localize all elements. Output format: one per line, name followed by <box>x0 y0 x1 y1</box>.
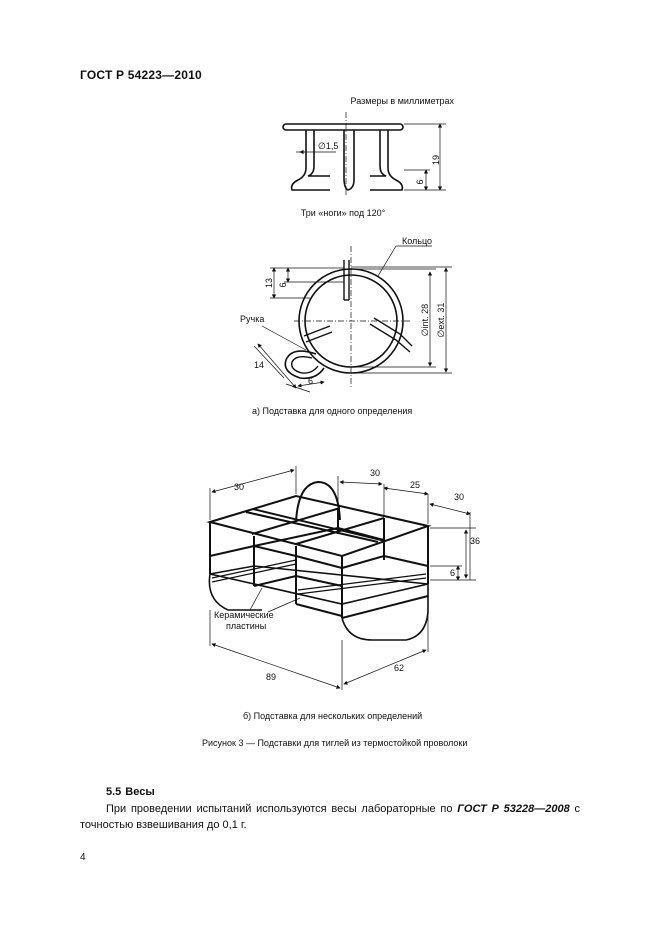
figure-a-top-view <box>284 260 413 380</box>
paragraph-text-after: с точностью взвешивания до 0,1 г. <box>80 803 581 831</box>
dim-b-36: 36 <box>470 536 480 546</box>
dim-b-30-right: 30 <box>454 492 464 502</box>
dim-b-62: 62 <box>394 663 404 673</box>
dim-b-30-mid: 30 <box>370 468 380 478</box>
dim-handle-14: 14 <box>254 360 264 370</box>
section-paragraph: При проведении испытаний используются ве… <box>80 801 580 833</box>
figure-a-side-view <box>282 123 404 191</box>
dim-wire-diameter: ∅1,5 <box>318 141 338 151</box>
dim-top-6: 6 <box>278 282 288 287</box>
dim-height-leg: 6 <box>415 179 425 184</box>
figure-a-caption: а) Подставка для одного определения <box>252 406 413 416</box>
units-note: Размеры в миллиметрах <box>351 96 455 106</box>
dim-handle-6: 6 <box>308 376 313 386</box>
page-number: 4 <box>80 852 86 863</box>
dim-b-6: 6 <box>450 568 455 578</box>
label-handle: Ручка <box>240 314 264 324</box>
legs-note: Три «ноги» под 120° <box>301 208 386 218</box>
dim-inner-diameter: ∅int. 28 <box>420 304 430 336</box>
figure-b-isometric-view <box>206 480 432 641</box>
standard-reference: ГОСТ Р 53228—2008 <box>457 803 570 815</box>
paragraph-text-before: При проведении испытаний используются ве… <box>106 803 458 815</box>
dim-b-30-left: 30 <box>234 482 244 492</box>
page-header-standard: ГОСТ Р 54223—2010 <box>80 68 202 82</box>
label-ceramic-plates-line1: Керамические <box>214 610 274 620</box>
dim-height-total: 19 <box>431 155 441 165</box>
label-ceramic-plates-line2: пластины <box>226 621 266 631</box>
dim-b-89: 89 <box>266 672 276 682</box>
dim-top-13: 13 <box>264 278 274 288</box>
section-title-text: Весы <box>125 786 155 798</box>
dim-outer-diameter: ∅ext. 31 <box>436 303 446 338</box>
dim-b-25: 25 <box>410 480 420 490</box>
label-ring: Кольцо <box>402 236 432 246</box>
section-number: 5.5 <box>106 786 122 798</box>
figure-title: Рисунок 3 — Подставки для тиглей из терм… <box>202 738 468 748</box>
figure-b-caption: б) Подставка для нескольких определений <box>243 711 423 721</box>
